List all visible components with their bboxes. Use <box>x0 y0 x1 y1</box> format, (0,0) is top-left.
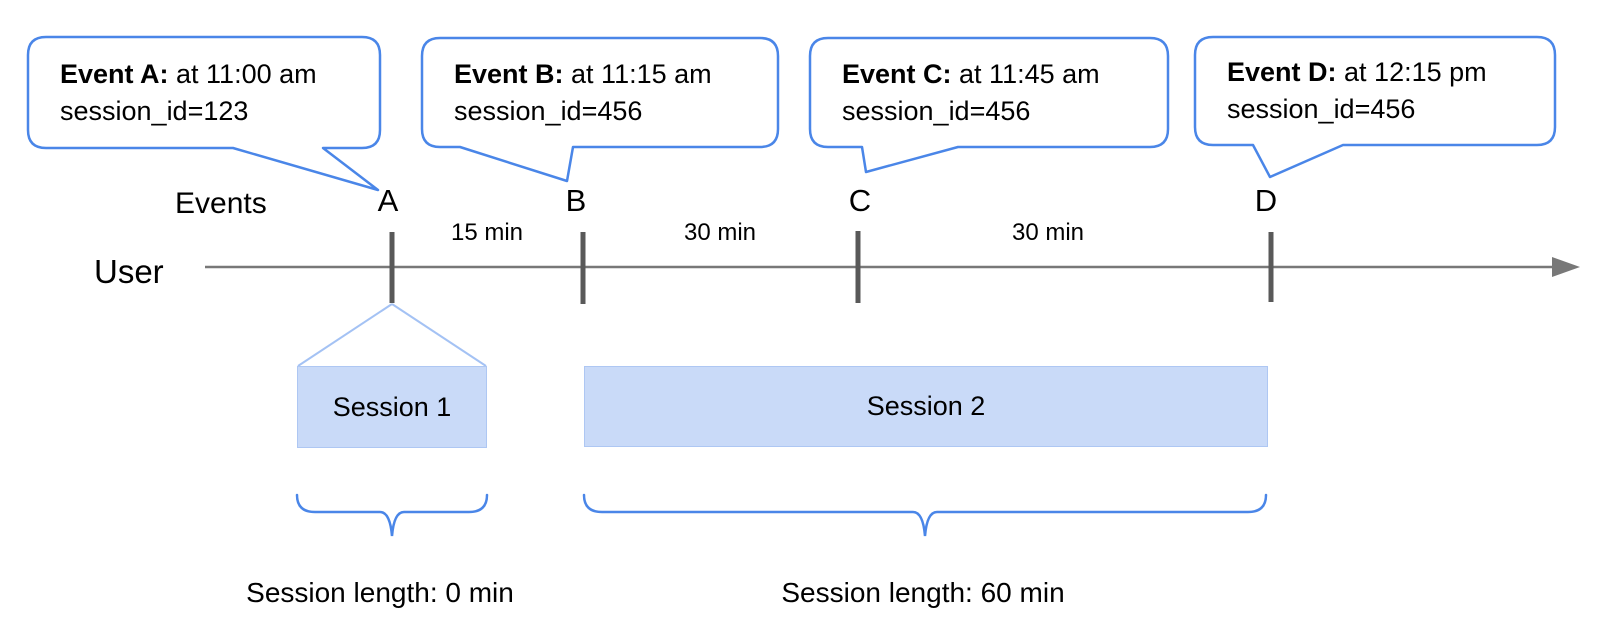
timeline-arrowhead-icon <box>1552 257 1580 277</box>
bubble-event-b: Event B: at 11:15 am session_id=456 <box>422 38 778 147</box>
funnel-line-right <box>391 303 487 367</box>
bubble-event-d: Event D: at 12:15 pm session_id=456 <box>1195 37 1555 145</box>
bubble-event-c: Event C: at 11:45 am session_id=456 <box>810 38 1168 147</box>
event-marker-a: A <box>377 183 399 218</box>
event-marker-c: C <box>848 183 872 218</box>
bubble-event-c-line1: Event C: at 11:45 am <box>842 56 1168 93</box>
session-2-label: Session 2 <box>866 391 986 421</box>
bubble-event-d-shape <box>1193 35 1557 179</box>
bubble-event-a-time: at 11:00 am <box>168 58 317 89</box>
session-2-bar: Session 2 <box>584 366 1268 447</box>
bubble-event-c-shape <box>808 36 1170 174</box>
bubble-event-b-shape <box>420 36 780 183</box>
bubble-event-d-session: session_id=456 <box>1227 94 1416 124</box>
event-marker-d: D <box>1254 183 1278 218</box>
session-1-label: Session 1 <box>332 391 452 422</box>
bubble-event-d-title: Event D: <box>1227 57 1337 87</box>
bubble-event-c-session: session_id=456 <box>842 95 1031 126</box>
event-marker-b: B <box>565 183 587 218</box>
user-row-label: User <box>94 253 164 290</box>
bubble-event-b-line1: Event B: at 11:15 am <box>454 56 778 93</box>
bubble-event-a-shape <box>26 35 382 192</box>
session-2-brace <box>582 493 1268 537</box>
bubble-event-a: Event A: at 11:00 am session_id=123 <box>28 37 380 148</box>
bubble-event-a-session: session_id=123 <box>60 95 249 126</box>
bubble-event-a-title: Event A: <box>60 58 169 89</box>
bubble-event-c-time: at 11:45 am <box>951 58 1100 89</box>
session-1-bar: Session 1 <box>297 366 487 448</box>
bubble-event-d-time: at 12:15 pm <box>1336 57 1487 87</box>
session-1-brace <box>295 493 489 537</box>
bubble-event-c-title: Event C: <box>842 58 952 89</box>
interval-a-b-label: 15 min <box>450 219 524 246</box>
bubble-event-b-title: Event B: <box>454 58 564 89</box>
bubble-event-b-session: session_id=456 <box>454 95 643 126</box>
events-row-label: Events <box>175 187 267 220</box>
bubble-event-d-line1: Event D: at 12:15 pm <box>1227 54 1555 91</box>
interval-c-d-label: 30 min <box>1011 219 1085 246</box>
bubble-event-a-line1: Event A: at 11:00 am <box>60 56 380 93</box>
session-2-length-label: Session length: 60 min <box>781 577 1065 608</box>
bubble-event-b-time: at 11:15 am <box>563 58 712 89</box>
session-1-length-label: Session length: 0 min <box>246 577 514 608</box>
interval-b-c-label: 30 min <box>683 219 757 246</box>
funnel-line-left <box>297 303 393 367</box>
